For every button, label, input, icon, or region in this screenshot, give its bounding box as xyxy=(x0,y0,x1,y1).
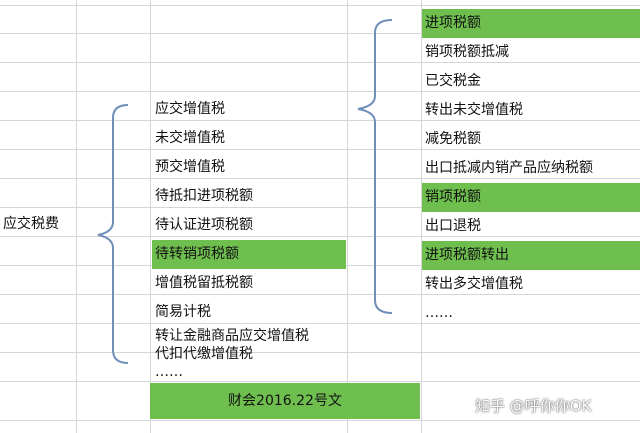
vat-detail-item: 减免税额 xyxy=(425,131,481,147)
sub-account-item: …… xyxy=(155,364,183,380)
regulation-reference: 财会2016.22号文 xyxy=(150,383,420,419)
sub-account-item: 未交增值税 xyxy=(155,130,225,146)
grid-row-line xyxy=(0,381,640,382)
sub-account-item: 待认证进项税额 xyxy=(155,217,253,233)
left-curly-brace xyxy=(97,104,129,364)
grid-column-line xyxy=(347,0,348,433)
grid-row-line xyxy=(0,236,640,237)
watermark: 知乎 @呼你你OK xyxy=(475,397,592,415)
grid-column-line xyxy=(76,0,77,433)
vat-detail-item: 转出未交增值税 xyxy=(425,102,523,118)
sub-account-item: 代扣代缴增值税 xyxy=(155,346,253,362)
grid-row-line xyxy=(0,62,640,63)
grid-row-line xyxy=(0,352,640,353)
vat-detail-item: 进项税额转出 xyxy=(422,241,640,270)
vat-detail-item: 出口退税 xyxy=(425,218,481,234)
vat-detail-item: 已交税金 xyxy=(425,73,481,89)
sub-account-item: 待转销项税额 xyxy=(152,240,346,269)
sub-account-item: 增值税留抵税额 xyxy=(155,275,253,291)
vat-detail-item: 出口抵减内销产品应纳税额 xyxy=(425,160,593,176)
grid-row-line xyxy=(0,420,640,421)
root-account-label: 应交税费 xyxy=(3,216,59,232)
grid-row-line xyxy=(0,149,640,150)
grid-column-line xyxy=(421,0,422,433)
sub-account-item: 应交增值税 xyxy=(155,101,225,117)
grid-column-line xyxy=(150,0,151,433)
vat-detail-item: …… xyxy=(425,305,453,321)
sub-account-item: 简易计税 xyxy=(155,304,211,320)
vat-detail-item: 进项税额 xyxy=(422,9,640,38)
grid-row-line xyxy=(0,5,640,6)
sub-account-item: 待抵扣进项税额 xyxy=(155,188,253,204)
grid-row-line xyxy=(0,91,640,92)
grid-row-line xyxy=(0,323,640,324)
grid-row-line xyxy=(0,33,640,34)
grid-row-line xyxy=(0,178,640,179)
vat-detail-item: 转出多交增值税 xyxy=(425,276,523,292)
grid-row-line xyxy=(0,294,640,295)
sub-account-item: 转让金融商品应交增值税 xyxy=(155,328,309,344)
sub-account-item: 预交增值税 xyxy=(155,159,225,175)
vat-detail-item: 销项税额抵减 xyxy=(425,44,509,60)
grid-row-line xyxy=(0,207,640,208)
vat-detail-item: 销项税额 xyxy=(422,183,640,212)
right-curly-brace xyxy=(357,19,393,314)
grid-row-line xyxy=(0,120,640,121)
